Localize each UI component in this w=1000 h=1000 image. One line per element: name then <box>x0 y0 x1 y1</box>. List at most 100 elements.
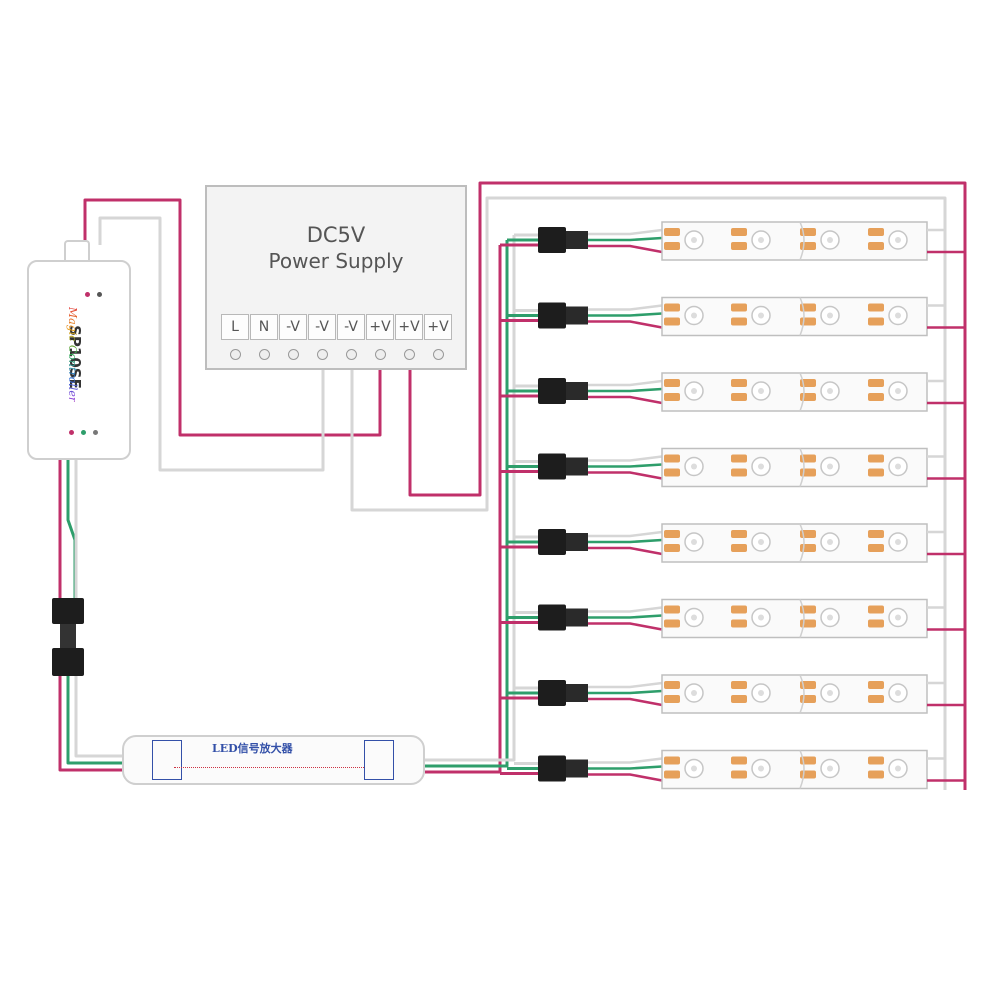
led-chip-icon <box>895 765 901 772</box>
led-chip-icon <box>895 312 901 319</box>
led-chip-icon <box>758 765 764 772</box>
strip-connector-icon <box>566 382 588 400</box>
strip-connector-icon <box>566 457 588 476</box>
resistor-pad-icon <box>868 468 884 477</box>
resistor-pad-icon <box>664 770 680 779</box>
strip-connector-icon <box>566 684 588 702</box>
led-indicator-icon <box>85 292 90 297</box>
led-indicator-icon <box>97 292 102 297</box>
led-chip-icon <box>691 690 697 696</box>
screw-icon <box>279 349 307 360</box>
amplifier-fineprint <box>174 767 364 780</box>
resistor-pad-icon <box>868 317 884 326</box>
led-chip-icon <box>827 312 833 319</box>
strip-cut-mark <box>799 750 805 789</box>
resistor-pad-icon <box>800 770 816 779</box>
strip-lead-data-wire <box>588 538 663 544</box>
led-chip-icon <box>895 388 901 394</box>
resistor-pad-icon <box>731 544 747 552</box>
led-chip-icon <box>827 690 833 696</box>
strip-lead-neg-wire <box>588 681 663 689</box>
resistor-pad-icon <box>664 605 680 614</box>
strip-lead-pos-wire <box>588 773 663 782</box>
resistor-pad-icon <box>868 605 884 614</box>
led-chip-icon <box>827 614 833 621</box>
strip-connector-icon <box>566 759 588 778</box>
resistor-pad-icon <box>868 228 884 236</box>
led-chip-icon <box>758 463 764 470</box>
resistor-pad-icon <box>731 530 747 538</box>
strip-lead-neg-wire <box>588 530 663 538</box>
resistor-pad-icon <box>800 468 816 477</box>
resistor-pad-icon <box>868 530 884 538</box>
resistor-pad-icon <box>868 379 884 387</box>
strip-lead-data-wire <box>588 765 663 770</box>
plug-connector-icon <box>52 598 84 624</box>
terminal-neg-1: -V <box>279 314 307 340</box>
strip-lead-neg-wire <box>588 228 663 236</box>
controller-mount-tab <box>64 240 90 262</box>
strip-lead-neg-wire <box>588 379 663 387</box>
terminal-block: L N -V -V -V +V +V +V <box>221 314 453 340</box>
led-chip-icon <box>895 237 901 243</box>
screw-icon <box>366 349 394 360</box>
resistor-pad-icon <box>664 544 680 552</box>
branch-neg-bus-wire <box>425 235 516 762</box>
resistor-pad-icon <box>664 530 680 538</box>
resistor-pad-icon <box>800 619 816 628</box>
resistor-pad-icon <box>664 242 680 250</box>
terminal-neg-2: -V <box>308 314 336 340</box>
strip-lead-data-wire <box>588 236 663 242</box>
controller-out-data-wire <box>66 460 77 600</box>
amplifier-input-label-box <box>152 740 182 780</box>
strip-lead-data-wire <box>588 614 663 619</box>
controller-power-pos-wire <box>83 198 382 437</box>
strip-lead-data-wire <box>588 312 663 317</box>
strip-connector-icon <box>538 453 566 480</box>
strip-connector-icon <box>538 604 566 631</box>
resistor-pad-icon <box>800 393 816 401</box>
resistor-pad-icon <box>868 695 884 703</box>
resistor-pad-icon <box>868 454 884 463</box>
main-neg-bus-wire <box>350 196 947 790</box>
led-chip-icon <box>691 237 697 243</box>
led-chip-icon <box>691 312 697 319</box>
amp-in-data-wire <box>66 675 125 765</box>
strip-connector-icon <box>538 302 566 329</box>
led-chip-icon <box>827 765 833 772</box>
resistor-pad-icon <box>731 228 747 236</box>
amp-in-pos-wire <box>58 675 125 772</box>
screw-icon <box>337 349 365 360</box>
strip-lead-data-wire <box>588 463 663 468</box>
strip-lead-pos-wire <box>588 395 663 405</box>
strip-cut-mark <box>799 523 805 563</box>
led-chip-icon <box>758 690 764 696</box>
led-chip-icon <box>895 539 901 545</box>
resistor-pad-icon <box>731 756 747 765</box>
resistor-pad-icon <box>868 242 884 250</box>
resistor-pad-icon <box>664 317 680 326</box>
resistor-pad-icon <box>664 681 680 689</box>
led-chip-icon <box>827 463 833 470</box>
led-chip-icon <box>758 237 764 243</box>
led-chip-icon <box>758 312 764 319</box>
terminal-l: L <box>221 314 249 340</box>
branch-data-bus-wire <box>425 240 509 768</box>
resistor-pad-icon <box>800 317 816 326</box>
power-supply-title: DC5V <box>306 223 366 247</box>
controller-brand: Magic Controller <box>66 307 79 402</box>
pin-indicator-icon <box>69 430 74 435</box>
controller-brand-text: Magic Controller <box>66 306 80 403</box>
strip-lead-neg-wire <box>588 304 663 311</box>
strip-lead-pos-wire <box>588 244 663 254</box>
resistor-pad-icon <box>868 303 884 312</box>
resistor-pad-icon <box>731 454 747 463</box>
strip-lead-pos-wire <box>588 320 663 329</box>
resistor-pad-icon <box>731 605 747 614</box>
resistor-pad-icon <box>800 695 816 703</box>
terminal-screws <box>221 349 453 360</box>
controller-power-neg-wire <box>98 216 325 472</box>
resistor-pad-icon <box>731 681 747 689</box>
